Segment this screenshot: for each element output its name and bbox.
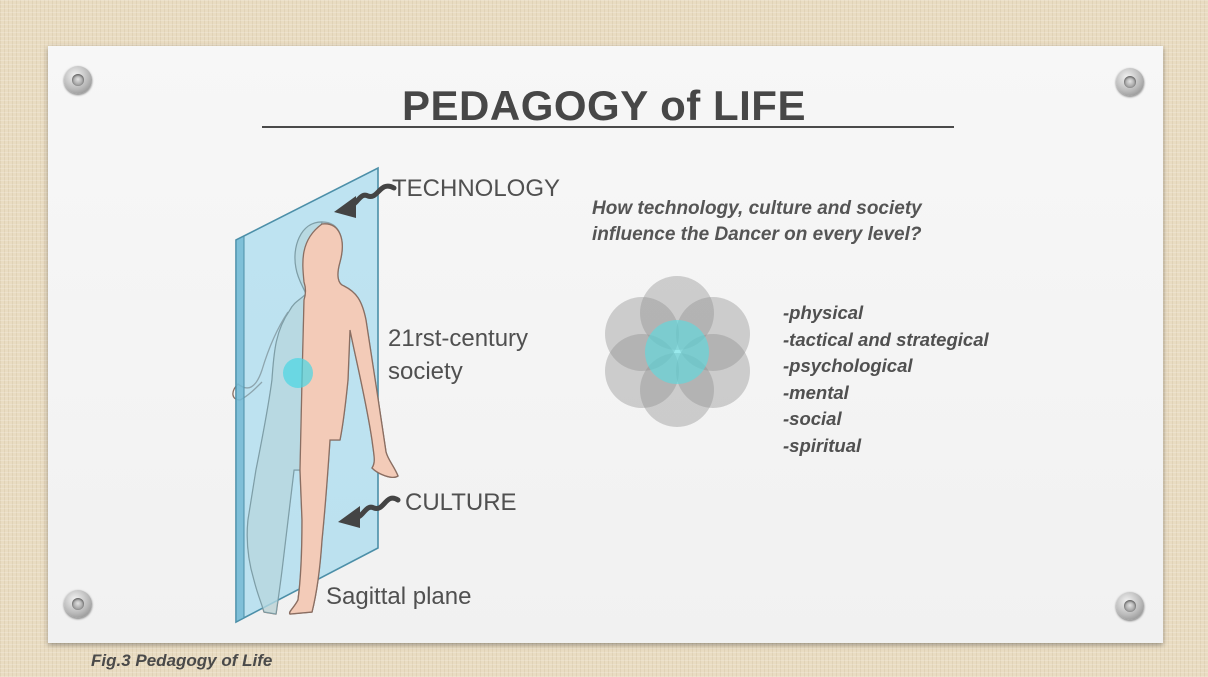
level-item: -mental [783, 380, 989, 407]
label-society-line1: 21rst-century [388, 325, 528, 353]
label-society-line2: society [388, 358, 463, 386]
question-line-1: How technology, culture and society [592, 196, 1012, 222]
level-item: -social [783, 406, 989, 433]
levels-list: -physical -tactical and strategical -psy… [783, 300, 989, 460]
label-sagittal-plane: Sagittal plane [326, 583, 471, 611]
level-item: -spiritual [783, 433, 989, 460]
question-text: How technology, culture and society infl… [592, 196, 1012, 248]
figure-caption: Fig.3 Pedagogy of Life [91, 651, 272, 671]
level-item: -physical [783, 300, 989, 327]
label-technology: TECHNOLOGY [392, 175, 560, 203]
label-culture: CULTURE [405, 489, 517, 517]
question-line-2: influence the Dancer on every level? [592, 222, 1012, 248]
center-glow [283, 358, 313, 388]
level-item: -psychological [783, 353, 989, 380]
level-item: -tactical and strategical [783, 327, 989, 354]
